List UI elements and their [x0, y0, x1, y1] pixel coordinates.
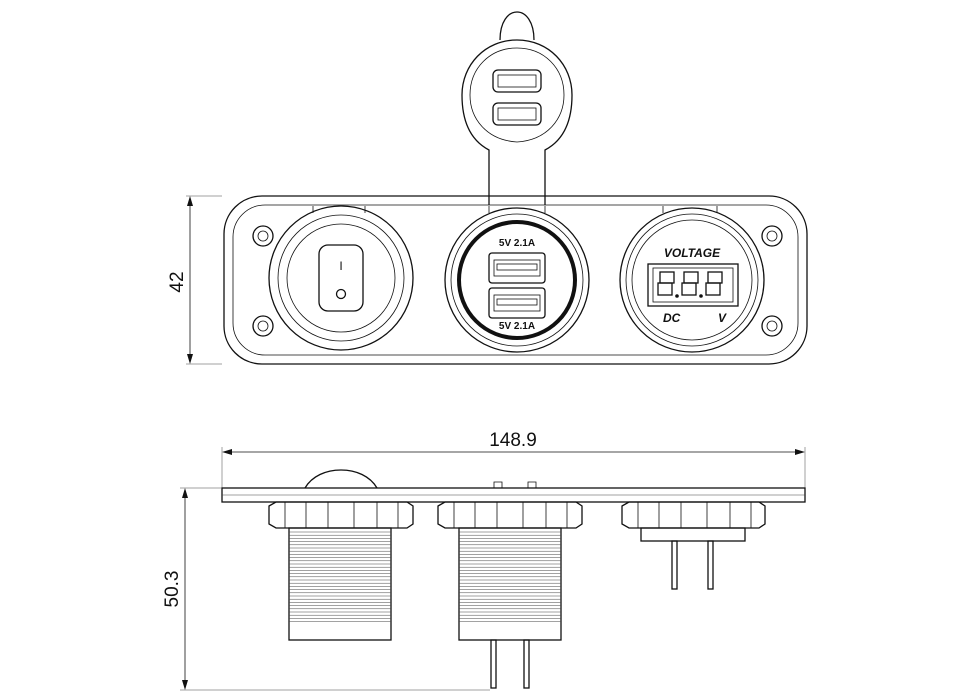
depth-value: 50.3	[162, 571, 183, 608]
switch-on-mark: I	[339, 259, 342, 273]
usb-port-icon	[488, 252, 546, 284]
side-view: 148.9	[162, 430, 806, 691]
voltmeter: VOLTAGE DC V	[619, 207, 765, 353]
usb-label-top: 5V 2.1A	[499, 238, 535, 249]
voltmeter-body	[621, 501, 766, 590]
voltmeter-display-icon	[647, 263, 739, 307]
height-dimension: 42	[167, 195, 222, 365]
usb-socket: 5V 2.1A 5V 2.1A	[444, 207, 590, 353]
width-dimension: 148.9	[221, 430, 806, 488]
usb-label-bottom: 5V 2.1A	[499, 321, 535, 332]
depth-dimension: 50.3	[162, 487, 490, 691]
switch-body	[268, 501, 414, 641]
dust-cap-icon	[461, 11, 573, 205]
front-view: I 5V 2.1A 5V 2.1A VOLTAGE	[167, 11, 808, 365]
panel-plate	[223, 195, 808, 365]
mounting-hole-icon	[252, 225, 783, 337]
rocker-switch-icon: I	[268, 205, 414, 351]
usb-body	[437, 501, 583, 689]
voltmeter-title: VOLTAGE	[664, 246, 721, 260]
usb-port-icon	[488, 287, 546, 319]
voltmeter-unit-dc: DC	[663, 311, 681, 325]
width-value: 148.9	[489, 430, 537, 451]
voltmeter-unit-v: V	[718, 311, 727, 325]
height-value: 42	[167, 271, 188, 292]
